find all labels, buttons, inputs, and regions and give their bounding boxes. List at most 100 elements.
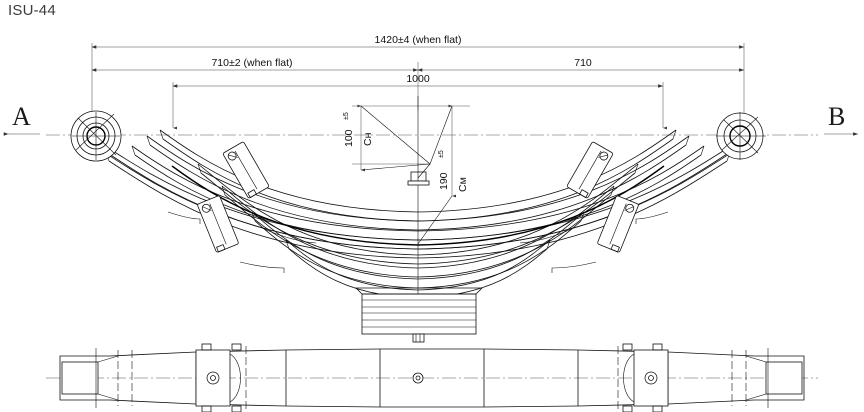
leaf-6-bottom bbox=[200, 172, 636, 265]
eye-right-hatch-1 bbox=[723, 119, 759, 154]
center-spacer-block bbox=[355, 287, 483, 343]
clamp-left-lower-foot bbox=[216, 244, 226, 253]
clamp-right-lower-foot bbox=[610, 244, 620, 253]
leaf-7-top bbox=[221, 185, 615, 269]
spacer-block-top-plate bbox=[355, 287, 483, 295]
dimension-camber-unloaded-value: 100 bbox=[343, 129, 355, 147]
eye-left-hatch-1 bbox=[77, 117, 117, 156]
plan-eye-left bbox=[61, 361, 99, 395]
leaf-spring-side-view bbox=[95, 129, 741, 299]
dimension-left-half-length-label: 710±2 (when flat) bbox=[211, 57, 292, 69]
leaf-tip-detail-left-3 bbox=[261, 227, 317, 244]
leaf-8-left-end bbox=[251, 211, 256, 222]
spring-eye-left bbox=[70, 110, 122, 162]
plan-eye-left-taper-bottom bbox=[97, 393, 119, 401]
leaf-3-bottom bbox=[134, 154, 702, 241]
leaf-9-top bbox=[285, 239, 551, 291]
plan-clamp-left-lug2-top bbox=[231, 343, 242, 351]
plan-center-bolt-icon bbox=[412, 372, 424, 384]
leaf-3-left-end bbox=[131, 145, 136, 156]
leaf-2-top bbox=[105, 151, 731, 250]
leaf-tip-detail-left-2 bbox=[239, 261, 285, 273]
leaf-6-left-end bbox=[197, 163, 202, 174]
plan-clamp-right-lug2-top bbox=[622, 343, 633, 351]
plan-eye-right-taper-top bbox=[745, 355, 767, 363]
view-label-b: B bbox=[828, 102, 845, 131]
clamp-right-upper-bolt-mark bbox=[598, 154, 609, 158]
leaf-4-bottom bbox=[149, 144, 687, 231]
plan-leaf-end-left bbox=[229, 353, 241, 403]
plan-eye-right-taper-bottom bbox=[745, 393, 767, 401]
clamp-left-upper-centerline bbox=[234, 150, 258, 190]
leaf-5-top bbox=[159, 129, 677, 213]
dimension-clamp-span: 1000 bbox=[172, 73, 667, 130]
dimension-camber-unloaded-tolerance: ±5 bbox=[343, 112, 350, 120]
center-bolt-washer bbox=[407, 180, 430, 186]
plan-clamp-left-lug2-bottom bbox=[231, 405, 242, 412]
center-bolt-head bbox=[410, 171, 427, 182]
leaf-3-right-end bbox=[700, 145, 705, 156]
dimension-camber-unloaded: 100 ±5 Cн bbox=[343, 104, 431, 172]
view-arrow-a-group: A bbox=[3, 102, 40, 136]
dimension-camber-unloaded-symbol: Cн bbox=[362, 132, 374, 146]
leaf-6-top bbox=[197, 163, 639, 256]
plan-leaf-end-right bbox=[623, 353, 635, 403]
dimension-overall-length-label: 1420±4 (when flat) bbox=[375, 34, 462, 46]
plan-clamp-right-bolt-icon bbox=[644, 371, 658, 385]
clamp-left-upper-foot bbox=[247, 189, 257, 199]
plan-clamp-right-lug-bottom bbox=[652, 405, 663, 412]
center-bolt-nut bbox=[412, 333, 425, 343]
plan-view bbox=[46, 343, 818, 412]
clamp-right-upper-foot bbox=[579, 189, 589, 199]
plan-clamp-left-bolt-hole bbox=[210, 375, 216, 381]
dimension-right-half-length: 710 bbox=[417, 57, 744, 72]
leaf-7-right-end bbox=[610, 185, 615, 196]
leaf-5-right-end bbox=[672, 129, 677, 140]
leaf-8-right-end bbox=[580, 211, 585, 222]
clamp-left-lower[interactable] bbox=[197, 195, 239, 253]
plan-clamp-left-bolt-icon bbox=[206, 371, 220, 385]
dimension-camber-loaded-symbol: Cм bbox=[457, 177, 469, 192]
clamp-right-lower-centerline bbox=[609, 203, 627, 245]
dimension-right-half-length-label: 710 bbox=[574, 57, 592, 69]
center-bolt bbox=[407, 171, 430, 186]
leaf-7-left-end bbox=[221, 185, 226, 196]
view-label-a: A bbox=[12, 102, 31, 131]
leaf-2-bottom bbox=[108, 160, 728, 259]
leaf-tip-detail-right-2 bbox=[551, 261, 597, 273]
clamp-right-lower-bolt-mark bbox=[624, 206, 634, 211]
dimension-camber-loaded-tolerance: ±5 bbox=[438, 150, 445, 158]
clamp-left-lower-centerline bbox=[209, 203, 227, 245]
leaf-9-right-end bbox=[546, 239, 551, 250]
leaf-5-bottom bbox=[162, 138, 674, 222]
spring-eye-right bbox=[716, 112, 766, 160]
clamp-right-lower[interactable] bbox=[597, 195, 639, 253]
leaf-5-left-end bbox=[159, 129, 164, 140]
plan-eye-left-taper-top bbox=[97, 355, 119, 363]
clamp-right-upper[interactable] bbox=[566, 141, 614, 199]
leaf-tip-detail-right-3 bbox=[519, 227, 575, 244]
leaf-4-right-end bbox=[685, 135, 690, 146]
plan-clamp-right[interactable] bbox=[617, 343, 669, 412]
leaf-7-bottom bbox=[224, 194, 612, 278]
leaf-tip-detail-right-1 bbox=[635, 211, 669, 224]
plan-clamp-right-lug-top bbox=[652, 343, 663, 351]
dimension-camber-loaded: 190 ±5 Cм bbox=[417, 104, 470, 245]
clamp-left-upper[interactable] bbox=[222, 141, 270, 199]
dimension-left-half-length: 710±2 (when flat) bbox=[91, 57, 419, 110]
plan-clamp-left-lug-bottom bbox=[201, 405, 212, 412]
clamp-left-lower-bolt-mark bbox=[202, 206, 212, 211]
leaf-main-emphasis bbox=[171, 165, 665, 246]
view-arrow-b-group: B bbox=[824, 102, 858, 136]
plan-clamp-left-band bbox=[195, 349, 231, 407]
leaf-6-right-end bbox=[634, 163, 639, 174]
plan-clamp-left-lug-top bbox=[201, 343, 212, 351]
plan-clamp-right-band bbox=[633, 349, 669, 407]
plan-clamp-left[interactable] bbox=[195, 343, 247, 412]
plan-clamp-right-lug2-bottom bbox=[622, 405, 633, 412]
plan-center-bolt-hole bbox=[415, 375, 421, 381]
dimension-camber-loaded-value: 190 bbox=[438, 172, 450, 190]
leaf-9-left-end bbox=[285, 239, 290, 250]
